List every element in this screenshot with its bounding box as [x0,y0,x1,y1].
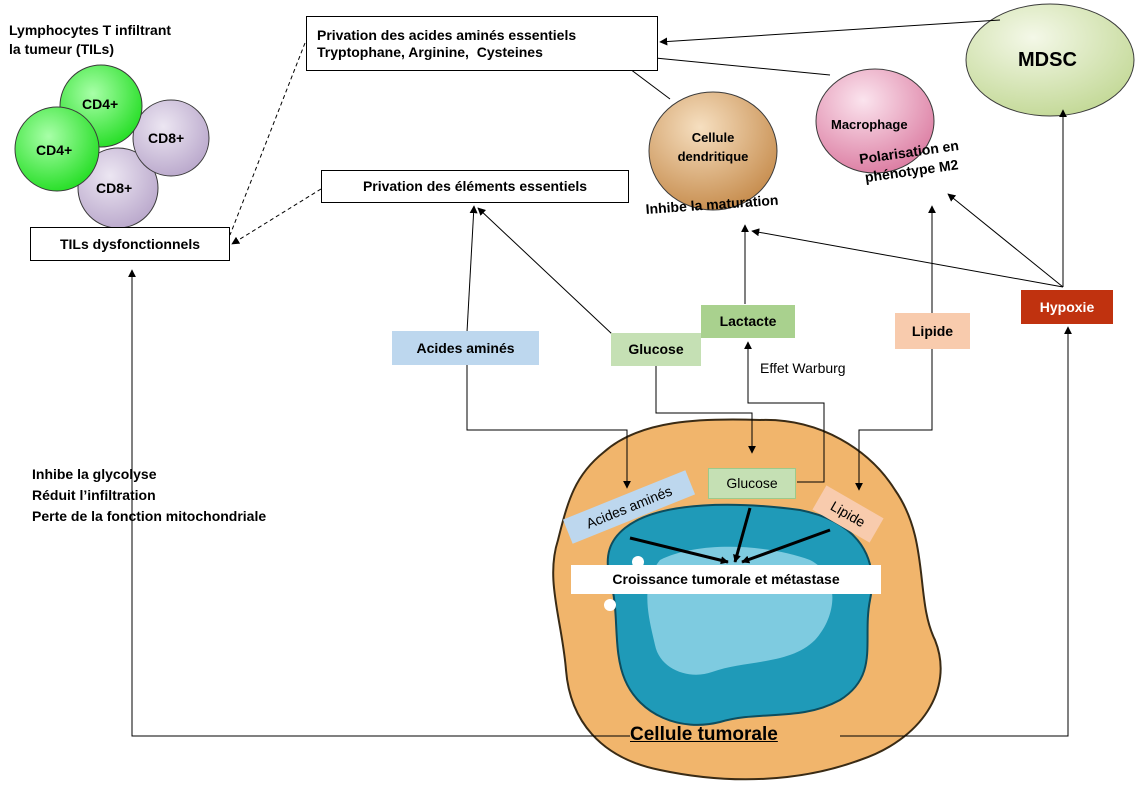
tumor-cell-label: Cellule tumorale [630,724,778,745]
arrow-macrophage-to-aa-box [644,53,831,76]
arrow-glucose-to-elements [477,207,613,335]
arrow-aa-to-growth [629,536,729,565]
amino-acid-privation-box: Privation des acides aminés essentiels T… [306,16,658,71]
cd8-label: CD8+ [148,130,185,146]
arrow-mdsc-to-aa-box [659,19,1001,46]
lactacte-label: Lactacte [719,313,777,329]
arrow-dc-to-aa-box [629,68,671,100]
left-effect-line3: Perte de la fonction mitochondriale [32,508,267,524]
tumor-highlight-dot [604,599,616,611]
arrow-hypoxie-to-maturation [751,228,1064,288]
hypoxie-box: Hypoxie [1021,290,1113,324]
tumor-glucose-label: Glucose [726,475,778,491]
essential-elements-privation-box: Privation des éléments essentiels [321,170,629,203]
amino-acids-box: Acides aminés [392,331,539,365]
glucose-box: Glucose [611,333,701,366]
arrow-glucose-to-tumor [655,366,756,454]
dendritic-cell [648,91,778,211]
lipide-label: Lipide [911,322,954,339]
arrow-tumor-to-lactacte [744,341,825,483]
mdsc-label: MDSC [1018,49,1077,71]
arrow-tumor-to-hypoxie [840,326,1072,737]
left-effect-line2: Réduit l’infiltration [32,487,156,503]
dysfunctional-tils-box: TILs dysfonctionnels [30,227,230,261]
tumor-growth-box: Croissance tumorale et métastase [571,565,881,594]
arrow-tumor-to-tils [128,269,630,737]
dendritic-label: Cellule dendritique [673,128,753,166]
cd4-cell-left [14,106,100,192]
dendritic-label-line1: Cellule [691,130,735,145]
lipide-box: Lipide [895,313,970,349]
macrophage-label: Macrophage [831,117,908,132]
tumor-growth-label: Croissance tumorale et métastase [612,571,840,587]
glucose-label: Glucose [628,341,684,357]
hypoxie-label: Hypoxie [1039,298,1095,315]
arrow-glucose-to-growth [733,507,752,563]
left-effects-label: Inhibe la glycolyse Réduit l’infiltratio… [32,464,266,527]
warburg-effect-label: Effet Warburg [760,360,846,376]
aa-privation-line2: Tryptophane, Arginine, Cysteines [317,43,543,60]
arrow-acides-to-elements [466,205,478,333]
arrow-lipide-to-growth [741,528,831,564]
left-effect-line1: Inhibe la glycolyse [32,466,157,482]
amino-acids-label: Acides aminés [416,339,515,356]
til-title-line2: la tumeur (TILs) [9,41,115,57]
dendritic-label-line2: dendritique [677,149,749,164]
cd8-cell-right [132,99,210,177]
tumor-glucose-box: Glucose [708,468,796,499]
dashed-aa-box-to-tils [229,42,306,236]
til-title-line1: Lymphocytes T infiltrant [9,22,172,38]
mdsc-cell [965,3,1135,117]
cd4-label: CD4+ [36,142,73,158]
arrow-hypoxie-to-polarisation [947,193,1064,288]
cd4-label: CD4+ [82,96,119,112]
arrow-lipide-to-tumor [855,349,933,491]
aa-privation-line1: Privation des acides aminés essentiels [317,26,577,43]
dashed-elements-box-to-tils [231,188,322,245]
cd8-label: CD8+ [96,180,133,196]
lactacte-box: Lactacte [701,305,795,338]
arrow-acides-to-tumor [466,364,631,489]
macrophage-cell [815,68,935,174]
til-group-title: Lymphocytes T infiltrant la tumeur (TILs… [9,21,171,59]
